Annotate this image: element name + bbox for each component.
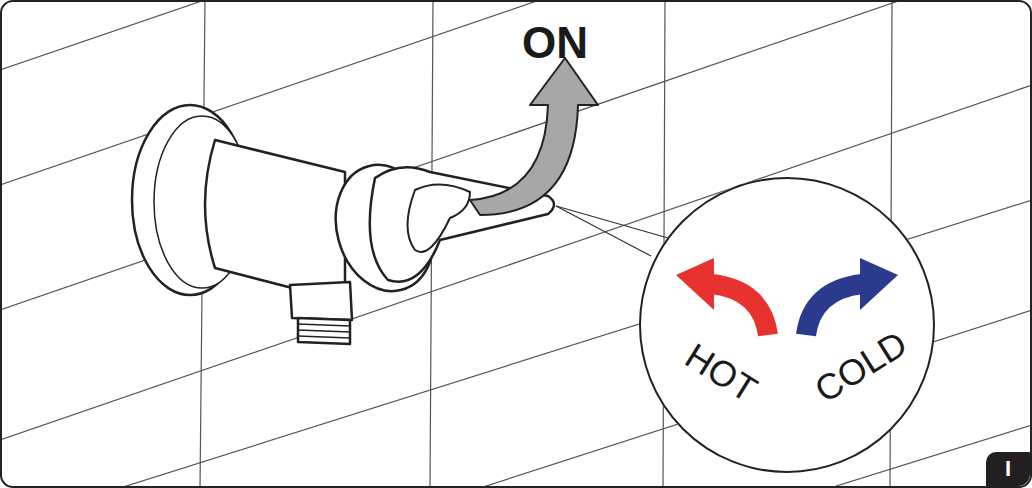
callout-outline <box>640 178 934 472</box>
hot-arrow <box>712 284 768 335</box>
thread-lines <box>298 324 350 338</box>
hot-label: HOT <box>679 338 763 409</box>
outlet <box>290 282 352 320</box>
step-badge: I <box>986 452 1030 486</box>
step-number: I <box>1005 458 1011 480</box>
cold-arrow <box>806 284 862 335</box>
magnifier-callout: HOT COLD <box>639 177 935 473</box>
wall-connector <box>132 105 554 344</box>
connector-body <box>205 140 345 290</box>
hot-arrowhead <box>676 258 714 310</box>
callout-leaders <box>556 206 668 256</box>
callout-circle <box>639 177 935 473</box>
cold-arrowhead <box>860 258 898 310</box>
action-label: ON <box>522 18 588 68</box>
cold-label: COLD <box>809 325 913 409</box>
lever-slot <box>408 184 471 251</box>
callout-ground <box>639 177 935 473</box>
threaded-nipple <box>298 318 350 344</box>
turn-on-arrow <box>470 58 598 215</box>
